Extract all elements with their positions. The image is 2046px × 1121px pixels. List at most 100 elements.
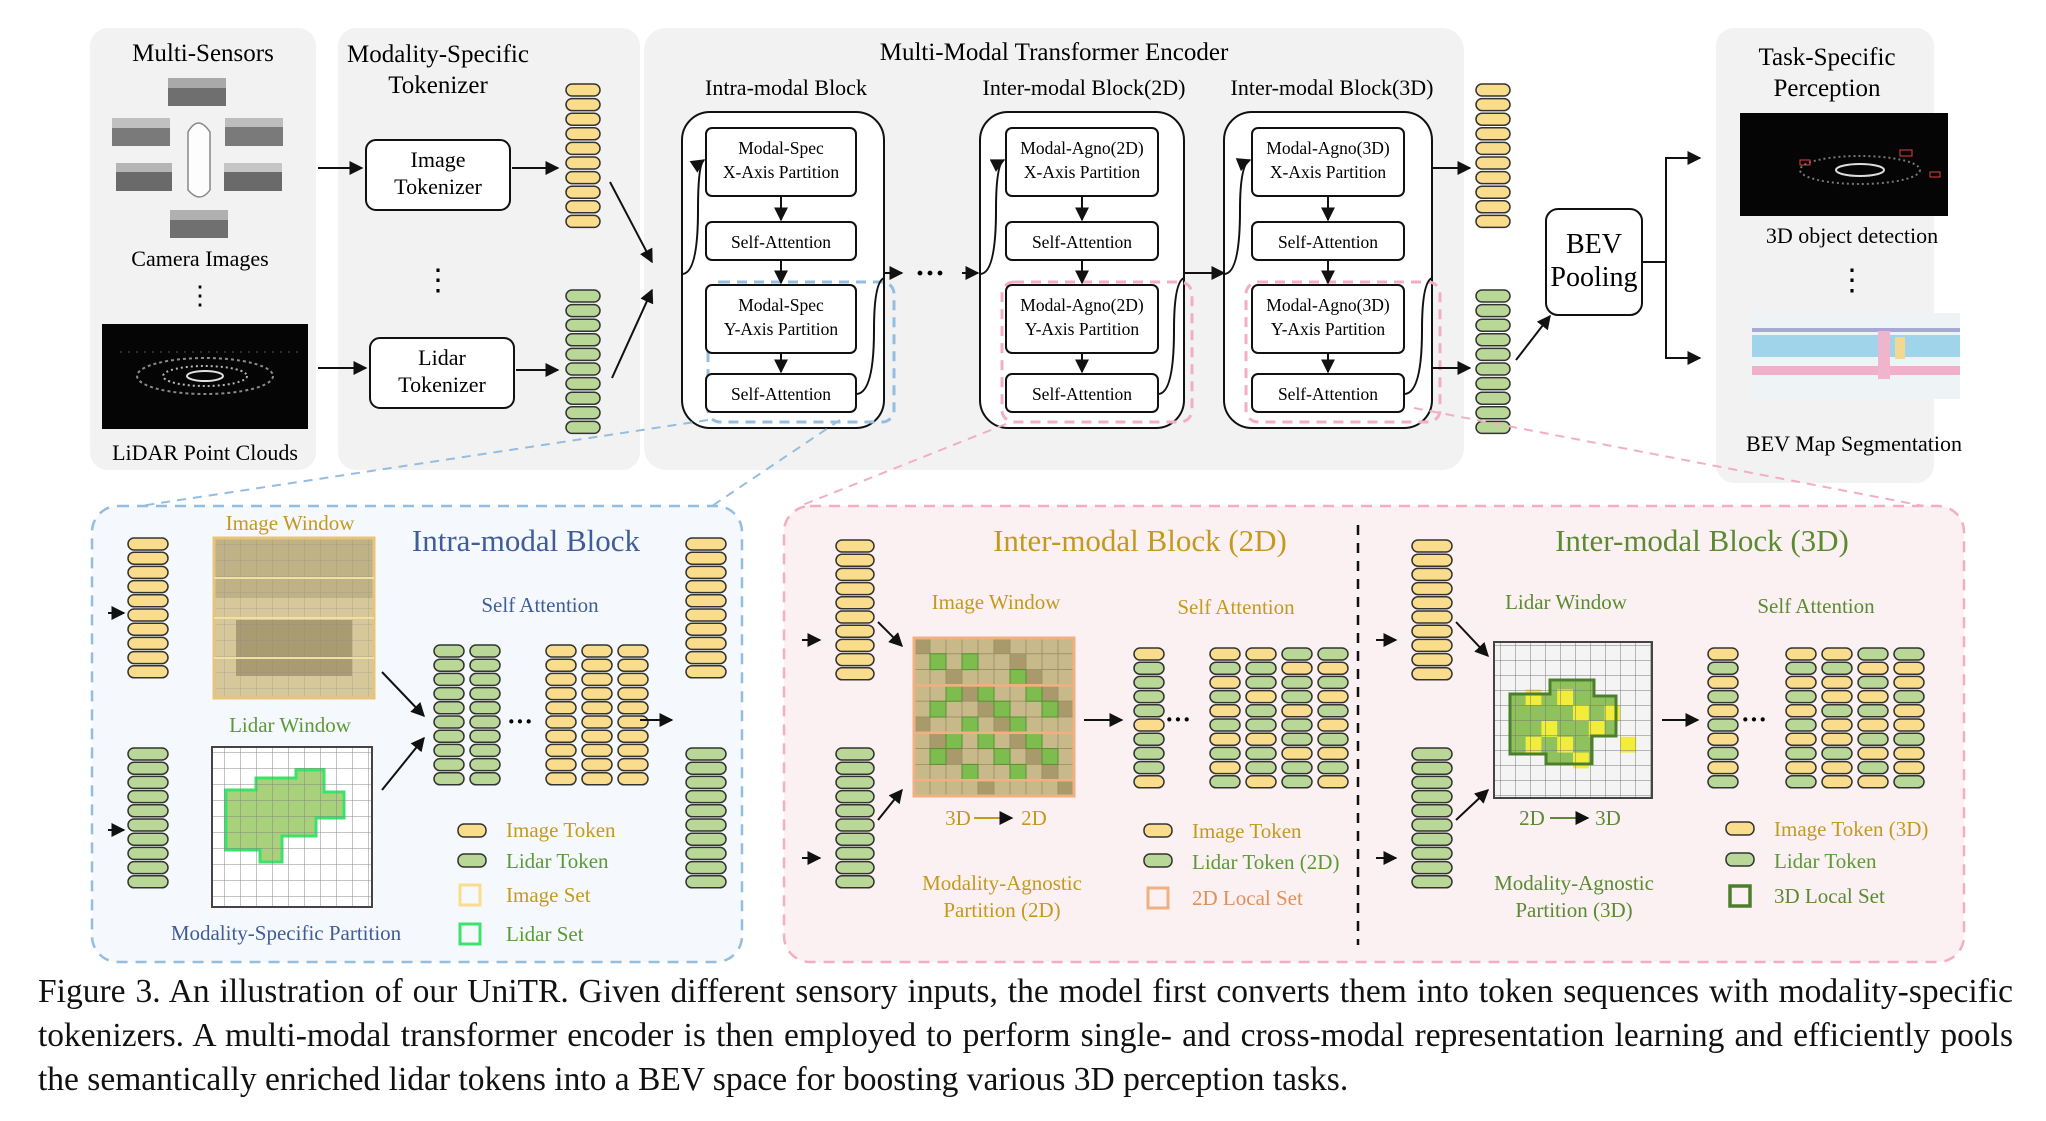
token [1707, 732, 1739, 746]
token [1475, 347, 1511, 362]
lidar-tokenizer-line2: Tokenizer [398, 372, 486, 397]
token [1785, 661, 1817, 675]
token [545, 701, 577, 715]
legend-lidar-set-swatch [458, 922, 482, 946]
token [469, 757, 501, 772]
inter3d-window-label: Lidar Window [1505, 590, 1628, 614]
legend-lidar-set: Lidar Set [506, 922, 584, 946]
legend-lidar-token-swatch [457, 853, 487, 868]
token [565, 200, 601, 214]
token [1821, 647, 1853, 661]
encoder-block-highlight [1244, 280, 1442, 424]
task-ellipsis: ⋮ [1837, 264, 1867, 297]
token [835, 789, 875, 804]
inter3d-partition-line2: Partition (3D) [1515, 898, 1632, 922]
inter3d-lidar-window-grid [1493, 641, 1653, 799]
inter3d-self-attention-label: Self Attention [1757, 594, 1875, 618]
image-window-grid [212, 536, 376, 700]
token [469, 701, 501, 715]
legend-3d-local-set: 3D Local Set [1774, 884, 1885, 908]
token [127, 608, 169, 622]
token [1281, 775, 1313, 789]
encoder-sub-box-label: Self-Attention [1032, 232, 1132, 252]
token [565, 170, 601, 185]
legend-3d-local-set-swatch [1728, 884, 1752, 908]
token [1281, 760, 1313, 775]
legend-3d-image-token: Image Token (3D) [1774, 817, 1928, 841]
token [835, 804, 875, 818]
token [1133, 675, 1165, 690]
token [835, 818, 875, 832]
legend-image-token-swatch [457, 823, 487, 838]
token [1133, 704, 1165, 718]
token [545, 644, 577, 658]
bev-pooling-line2: Pooling [1550, 262, 1637, 293]
token [1281, 675, 1313, 690]
token [685, 860, 727, 875]
token [127, 775, 169, 790]
task-title-line1: Task-Specific [1758, 44, 1895, 71]
token [127, 594, 169, 608]
token [433, 729, 465, 743]
token [685, 594, 727, 608]
lidar-point-clouds-label: LiDAR Point Clouds [112, 440, 298, 465]
intra-output-image-tokens [685, 537, 727, 679]
inter2d-input-image-tokens [835, 539, 875, 681]
token [545, 772, 577, 786]
task-title-line2: Perception [1774, 75, 1881, 102]
legend-3d-lidar-token: Lidar Token [1774, 849, 1877, 873]
token [835, 667, 875, 681]
encoder-sub-box-label: Self-Attention [731, 384, 831, 404]
token [581, 743, 613, 758]
token [127, 846, 169, 861]
token [1893, 718, 1925, 732]
token [1317, 718, 1349, 732]
token [617, 701, 649, 715]
token [127, 565, 169, 580]
token [1857, 718, 1889, 732]
inter2d-self-attention-label: Self Attention [1177, 595, 1295, 619]
token [1281, 704, 1313, 718]
token [685, 832, 727, 846]
token [1245, 746, 1277, 761]
token [1281, 732, 1313, 746]
encoder-sub-box-label: X-Axis Partition [1270, 162, 1386, 182]
token [127, 818, 169, 832]
token [1857, 704, 1889, 718]
image-tokenizer-box [365, 139, 511, 211]
encoder-sub-box-label: Modal-Agno(3D) [1266, 138, 1390, 158]
token [1209, 718, 1241, 732]
inter3d-proj-to: 3D [1595, 806, 1621, 830]
token [617, 672, 649, 687]
token [1317, 775, 1349, 789]
token [1411, 553, 1453, 567]
token [565, 362, 601, 376]
inter3d-mixed-column [1707, 647, 1739, 789]
legend-2d-lidar-token-swatch [1143, 853, 1173, 868]
image-token-column [565, 83, 601, 229]
token [565, 141, 601, 156]
inter3d-input-lidar-tokens [1411, 747, 1453, 889]
token [1209, 647, 1241, 661]
lidar-window-grid [211, 746, 373, 908]
token [1475, 127, 1511, 141]
token [1317, 760, 1349, 775]
token [1893, 704, 1925, 718]
encoder-sub-box-label: Self-Attention [1032, 384, 1132, 404]
token [581, 772, 613, 786]
token [1475, 185, 1511, 199]
token [545, 729, 577, 743]
token [469, 743, 501, 758]
token [617, 715, 649, 729]
token [1785, 775, 1817, 789]
camera-images-thumbnails [112, 78, 283, 238]
token [685, 775, 727, 790]
token [1411, 747, 1453, 761]
token [1209, 689, 1241, 704]
lidar-tokenizer-box [369, 337, 515, 409]
legend-2d-local-set-swatch [1146, 886, 1170, 910]
token [1785, 689, 1817, 704]
token [545, 757, 577, 772]
token [545, 658, 577, 672]
